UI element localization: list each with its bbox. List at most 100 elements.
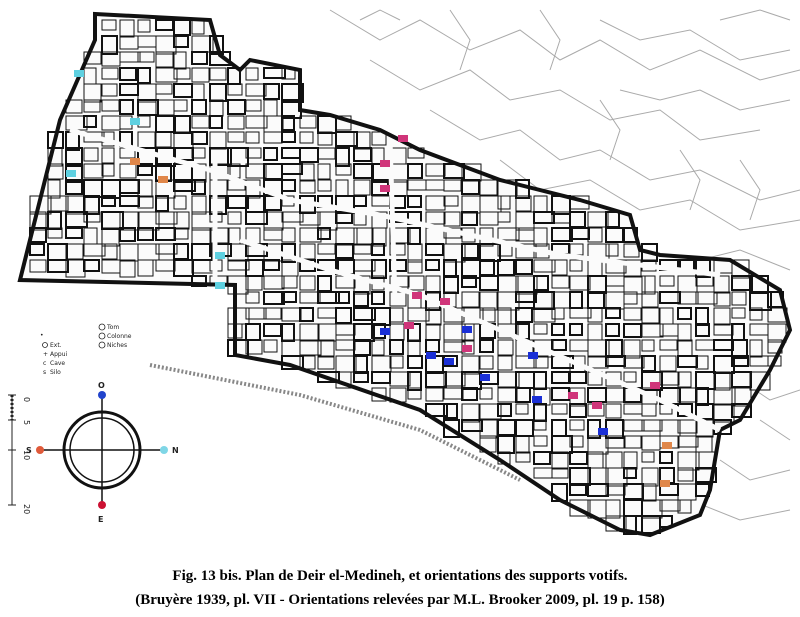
room-wall <box>191 67 210 83</box>
room-wall <box>173 179 196 192</box>
room-wall <box>119 259 136 278</box>
room-wall <box>533 435 548 447</box>
svg-text:+: + <box>43 351 48 358</box>
room-wall <box>155 51 174 68</box>
room-wall <box>641 243 658 262</box>
room-wall <box>533 355 549 369</box>
blue-votive-marker <box>426 352 436 359</box>
room-wall <box>659 499 681 512</box>
magenta-votive-marker <box>380 160 390 167</box>
room-wall <box>317 179 332 192</box>
room-wall <box>407 355 423 369</box>
room-wall <box>479 403 502 420</box>
room-wall <box>155 83 173 95</box>
legend-label: Silo <box>50 369 61 376</box>
scale-tick-label: 10 <box>22 450 31 460</box>
room-wall <box>245 275 263 291</box>
room-wall <box>119 179 140 194</box>
legend-label: Appui <box>50 351 68 358</box>
room-wall <box>551 259 568 276</box>
room-wall <box>281 179 296 192</box>
room-wall <box>281 211 304 223</box>
room-wall <box>623 259 642 278</box>
room-wall <box>281 355 304 370</box>
room-wall <box>47 227 63 239</box>
room-wall <box>137 195 154 209</box>
legend-item: Ext. <box>42 342 62 349</box>
room-wall <box>299 115 317 129</box>
room-wall <box>119 227 136 242</box>
compass-north-label: N <box>172 446 179 455</box>
room-wall <box>227 131 245 143</box>
room-wall <box>263 339 278 353</box>
room-wall <box>695 259 711 278</box>
room-wall <box>479 339 494 353</box>
compass-east-label: E <box>98 515 103 524</box>
room-wall <box>407 243 423 263</box>
room-wall <box>209 179 228 199</box>
deir-el-medineh-plan: Tom • Colonne Niches Ext. + Appui c Cav <box>8 9 800 538</box>
orange-votive-marker <box>158 176 168 183</box>
room-wall <box>101 67 119 80</box>
room-wall <box>299 291 321 304</box>
room-wall <box>443 195 459 207</box>
blue-votive-marker <box>462 326 472 333</box>
room-wall <box>695 403 714 420</box>
room-wall <box>515 355 537 369</box>
room-wall <box>605 515 627 532</box>
room-wall <box>335 211 353 224</box>
room-wall <box>731 387 752 407</box>
room-wall <box>137 259 154 277</box>
room-wall <box>641 483 657 502</box>
room-wall <box>191 179 206 195</box>
legend-item: + Appui <box>43 351 68 358</box>
room-wall <box>299 131 314 144</box>
room-wall <box>569 259 583 272</box>
room-wall <box>227 243 249 262</box>
room-wall <box>443 163 465 179</box>
room-wall <box>263 67 286 79</box>
room-wall <box>29 227 47 243</box>
room-wall <box>245 339 263 355</box>
room-wall <box>83 147 99 162</box>
room-wall <box>245 163 267 179</box>
room-wall <box>281 227 296 243</box>
room-wall <box>497 195 511 210</box>
room-wall <box>191 131 208 145</box>
room-wall <box>695 323 710 337</box>
room-wall <box>29 259 47 273</box>
room-wall <box>371 131 387 146</box>
room-wall <box>497 435 515 454</box>
room-wall <box>551 339 567 351</box>
room-wall <box>767 291 784 308</box>
cyan-votive-marker <box>215 252 225 259</box>
blue-votive-marker <box>598 428 608 435</box>
room-wall <box>533 419 547 431</box>
room-wall <box>731 371 752 388</box>
room-wall <box>569 483 587 496</box>
blue-votive-marker <box>380 328 390 335</box>
room-wall <box>371 387 387 402</box>
room-wall <box>497 451 511 465</box>
room-wall <box>425 403 448 417</box>
orange-votive-marker <box>662 442 672 449</box>
magenta-votive-marker <box>650 382 660 389</box>
room-wall <box>209 67 227 81</box>
room-wall <box>335 115 352 131</box>
room-wall <box>119 51 141 63</box>
room-wall <box>389 371 411 387</box>
room-wall <box>749 291 772 311</box>
room-wall <box>623 419 645 432</box>
room-wall <box>533 323 548 335</box>
room-wall <box>677 451 700 471</box>
orange-votive-marker <box>660 480 670 487</box>
blue-votive-marker <box>528 352 538 359</box>
room-wall <box>461 179 480 195</box>
room-wall <box>641 275 656 295</box>
room-wall <box>533 259 556 273</box>
room-wall <box>641 371 663 391</box>
room-wall <box>83 51 102 65</box>
room-wall <box>101 35 118 55</box>
room-wall <box>569 323 583 336</box>
room-wall <box>605 435 626 449</box>
